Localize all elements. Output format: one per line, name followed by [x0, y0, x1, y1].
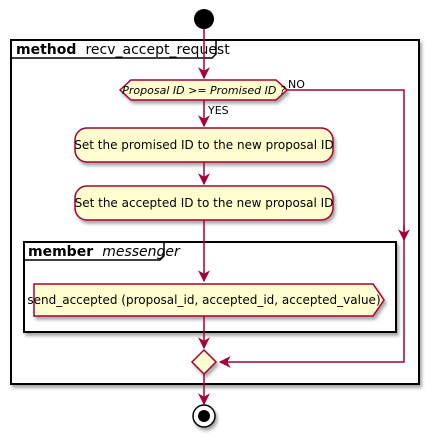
edge-no-branch-continue [218, 240, 405, 368]
end-node [192, 404, 216, 428]
svg-text:method recv_accept_reque: method recv_accept_request [16, 39, 230, 58]
action-send-accepted-label: send_accepted (proposal_id, accepted_id,… [27, 293, 380, 307]
member-frame-name: messenger [102, 244, 181, 260]
edge-no-branch [287, 89, 405, 240]
decision-node: Proposal ID >= Promised ID ? [118, 79, 289, 101]
action-set-promised-label: Set the promised ID to the new proposal … [74, 138, 333, 152]
action-send-accepted: send_accepted (proposal_id, accepted_id,… [27, 283, 385, 317]
method-frame-keyword: method [16, 42, 76, 58]
action-set-accepted: Set the accepted ID to the new proposal … [74, 185, 334, 221]
method-frame-name: recv_accept_request [85, 42, 230, 58]
branch-label-yes: YES [207, 104, 229, 117]
start-node [194, 9, 214, 29]
member-frame-keyword: member [28, 244, 93, 260]
action-set-promised: Set the promised ID to the new proposal … [74, 127, 334, 163]
branch-label-no: NO [288, 78, 305, 91]
decision-condition: Proposal ID >= Promised ID ? [122, 84, 286, 97]
action-set-accepted-label: Set the accepted ID to the new proposal … [75, 196, 334, 210]
svg-text:member messenger: member messenger [28, 241, 181, 260]
